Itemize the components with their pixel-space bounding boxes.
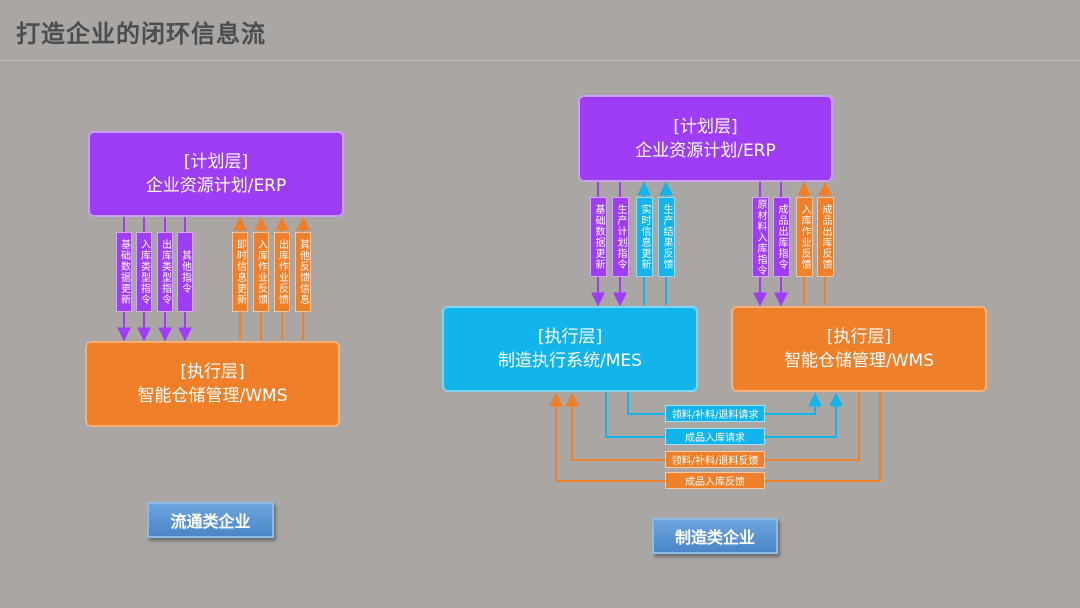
title-divider bbox=[0, 60, 1080, 61]
flow-label-down: 成品出库指令 bbox=[773, 197, 790, 277]
flow-label-up: 入库作业反馈 bbox=[796, 197, 813, 277]
flow-label-up: 入库作业反馈 bbox=[253, 232, 269, 312]
flow-label-up: 实时信息更新 bbox=[636, 197, 653, 277]
cross-flow-label: 成品入库反馈 bbox=[665, 472, 765, 489]
flow-label-up: 出库作业反馈 bbox=[274, 232, 290, 312]
right-wms-box: [执行层] 智能仓储管理/WMS bbox=[731, 306, 987, 392]
flow-label-down: 基础数据更新 bbox=[590, 197, 607, 277]
left-erp-box: [计划层] 企业资源计划/ERP bbox=[88, 131, 344, 217]
flow-label-up: 即时信息更新 bbox=[232, 232, 248, 312]
flow-label-down: 基础数据更新 bbox=[116, 232, 132, 312]
right-erp-box: [计划层] 企业资源计划/ERP bbox=[578, 95, 833, 182]
system-label: 智能仓储管理/WMS bbox=[784, 351, 934, 371]
layer-label: [执行层] bbox=[826, 327, 892, 347]
cross-flow-label: 成品入库请求 bbox=[665, 428, 765, 445]
flow-label-down: 生产计划指令 bbox=[612, 197, 629, 277]
flow-label-up: 其他反馈信息 bbox=[295, 232, 311, 312]
layer-label: [执行层] bbox=[537, 327, 603, 347]
flow-label-down: 出库类型指令 bbox=[157, 232, 173, 312]
layer-label: [计划层] bbox=[183, 152, 249, 172]
flow-label-down: 入库类型指令 bbox=[136, 232, 152, 312]
system-label: 企业资源计划/ERP bbox=[635, 140, 776, 161]
right-mes-box: [执行层] 制造执行系统/MES bbox=[442, 306, 698, 392]
layer-label: [计划层] bbox=[673, 116, 738, 137]
layer-label: [执行层] bbox=[180, 362, 245, 382]
page-title: 打造企业的闭环信息流 bbox=[16, 20, 266, 48]
system-label: 智能仓储管理/WMS bbox=[137, 386, 288, 406]
cross-flow-label: 领料/补料/退料请求 bbox=[665, 405, 765, 422]
flow-label-down: 其他指令 bbox=[177, 232, 193, 312]
cross-flow-label: 领料/补料/退料反馈 bbox=[665, 451, 765, 468]
left-wms-box: [执行层] 智能仓储管理/WMS bbox=[85, 341, 340, 427]
flow-label-up: 成品出库反馈 bbox=[817, 197, 834, 277]
enterprise-type-tag: 流通类企业 bbox=[147, 502, 274, 538]
system-label: 制造执行系统/MES bbox=[498, 351, 642, 371]
flow-label-up: 生产结果反馈 bbox=[658, 197, 675, 277]
flow-label-down: 原材料入库指令 bbox=[752, 197, 769, 277]
enterprise-type-tag: 制造类企业 bbox=[652, 518, 778, 554]
system-label: 企业资源计划/ERP bbox=[145, 176, 287, 196]
